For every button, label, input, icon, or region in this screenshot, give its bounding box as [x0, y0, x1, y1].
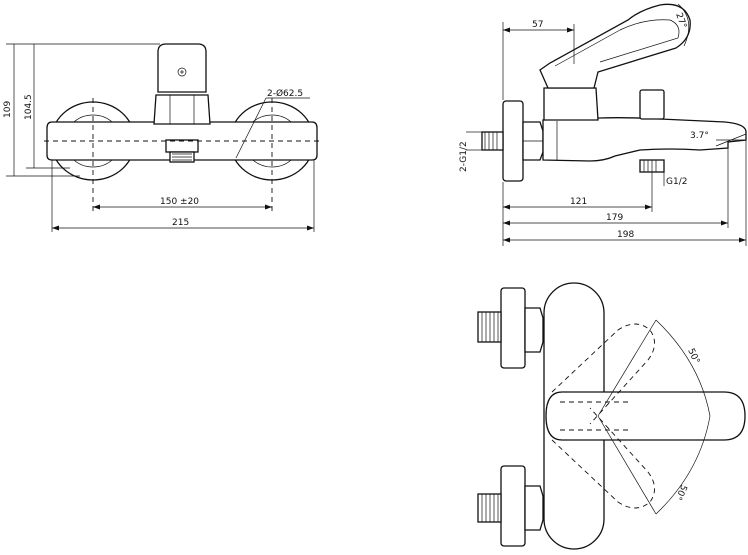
- handle-screw: [177, 67, 187, 77]
- side-body-spout: [542, 117, 747, 162]
- dimension-height-total: 109: [3, 43, 160, 177]
- side-cartridge: [543, 87, 599, 121]
- label-inlet-thread: 2-G1/2: [459, 141, 469, 172]
- dimension-center-spacing: 150 ±20: [93, 197, 272, 210]
- outlet-nozzle: [165, 139, 199, 163]
- label-hole-spec: 2-Ø62.5: [267, 88, 303, 99]
- cartridge-housing: [153, 94, 211, 125]
- dimension-depth-spout: 179: [503, 148, 729, 228]
- label-depth-total: 198: [617, 230, 634, 240]
- label-outlet-thread: G1/2: [666, 177, 687, 187]
- dimension-width-total: 215: [51, 160, 315, 232]
- dimension-inlet-thread: 2-G1/2: [459, 131, 482, 172]
- dimension-outlet-thread: G1/2: [663, 164, 687, 187]
- side-handle-lever: [539, 3, 691, 89]
- top-view: 50° 50°: [477, 282, 746, 550]
- side-view: 57 27° 2-G1/2 3.7° G1/2 121: [459, 3, 747, 246]
- top-inlet-upper: [477, 287, 544, 369]
- dimension-depth-total: 198: [503, 140, 747, 246]
- label-height-total: 109: [3, 101, 13, 118]
- dimension-handle-offset: 57: [502, 20, 575, 100]
- label-depth-outlet: 121: [570, 197, 587, 207]
- side-outlet: [639, 159, 665, 173]
- dimension-spout-angle: 3.7°: [690, 131, 747, 147]
- label-rotation-up: 50°: [685, 347, 701, 366]
- diverter-knob: [639, 89, 665, 120]
- front-view: 109 104.5 2-Ø62.5 150 ±20 215: [3, 43, 320, 232]
- label-rotation-down: 50°: [673, 483, 689, 502]
- dimension-height-center: 104.5: [24, 44, 70, 169]
- dimension-rotation-up: 50°: [597, 319, 711, 417]
- dimension-depth-outlet: 121: [503, 172, 653, 212]
- label-depth-spout: 179: [606, 213, 623, 223]
- wall-flange: [502, 100, 524, 182]
- inlet-thread: [481, 131, 504, 151]
- top-inlet-lower: [477, 465, 544, 547]
- label-handle-offset: 57: [532, 20, 543, 30]
- leader-hole-spec: 2-Ø62.5: [235, 88, 310, 159]
- label-width-total: 215: [172, 218, 189, 228]
- label-spout-angle: 3.7°: [690, 131, 709, 141]
- label-height-center: 104.5: [24, 94, 34, 120]
- label-center-spacing: 150 ±20: [160, 197, 199, 207]
- handle-position-center: [545, 391, 746, 441]
- dimension-rotation-down: 50°: [597, 415, 711, 515]
